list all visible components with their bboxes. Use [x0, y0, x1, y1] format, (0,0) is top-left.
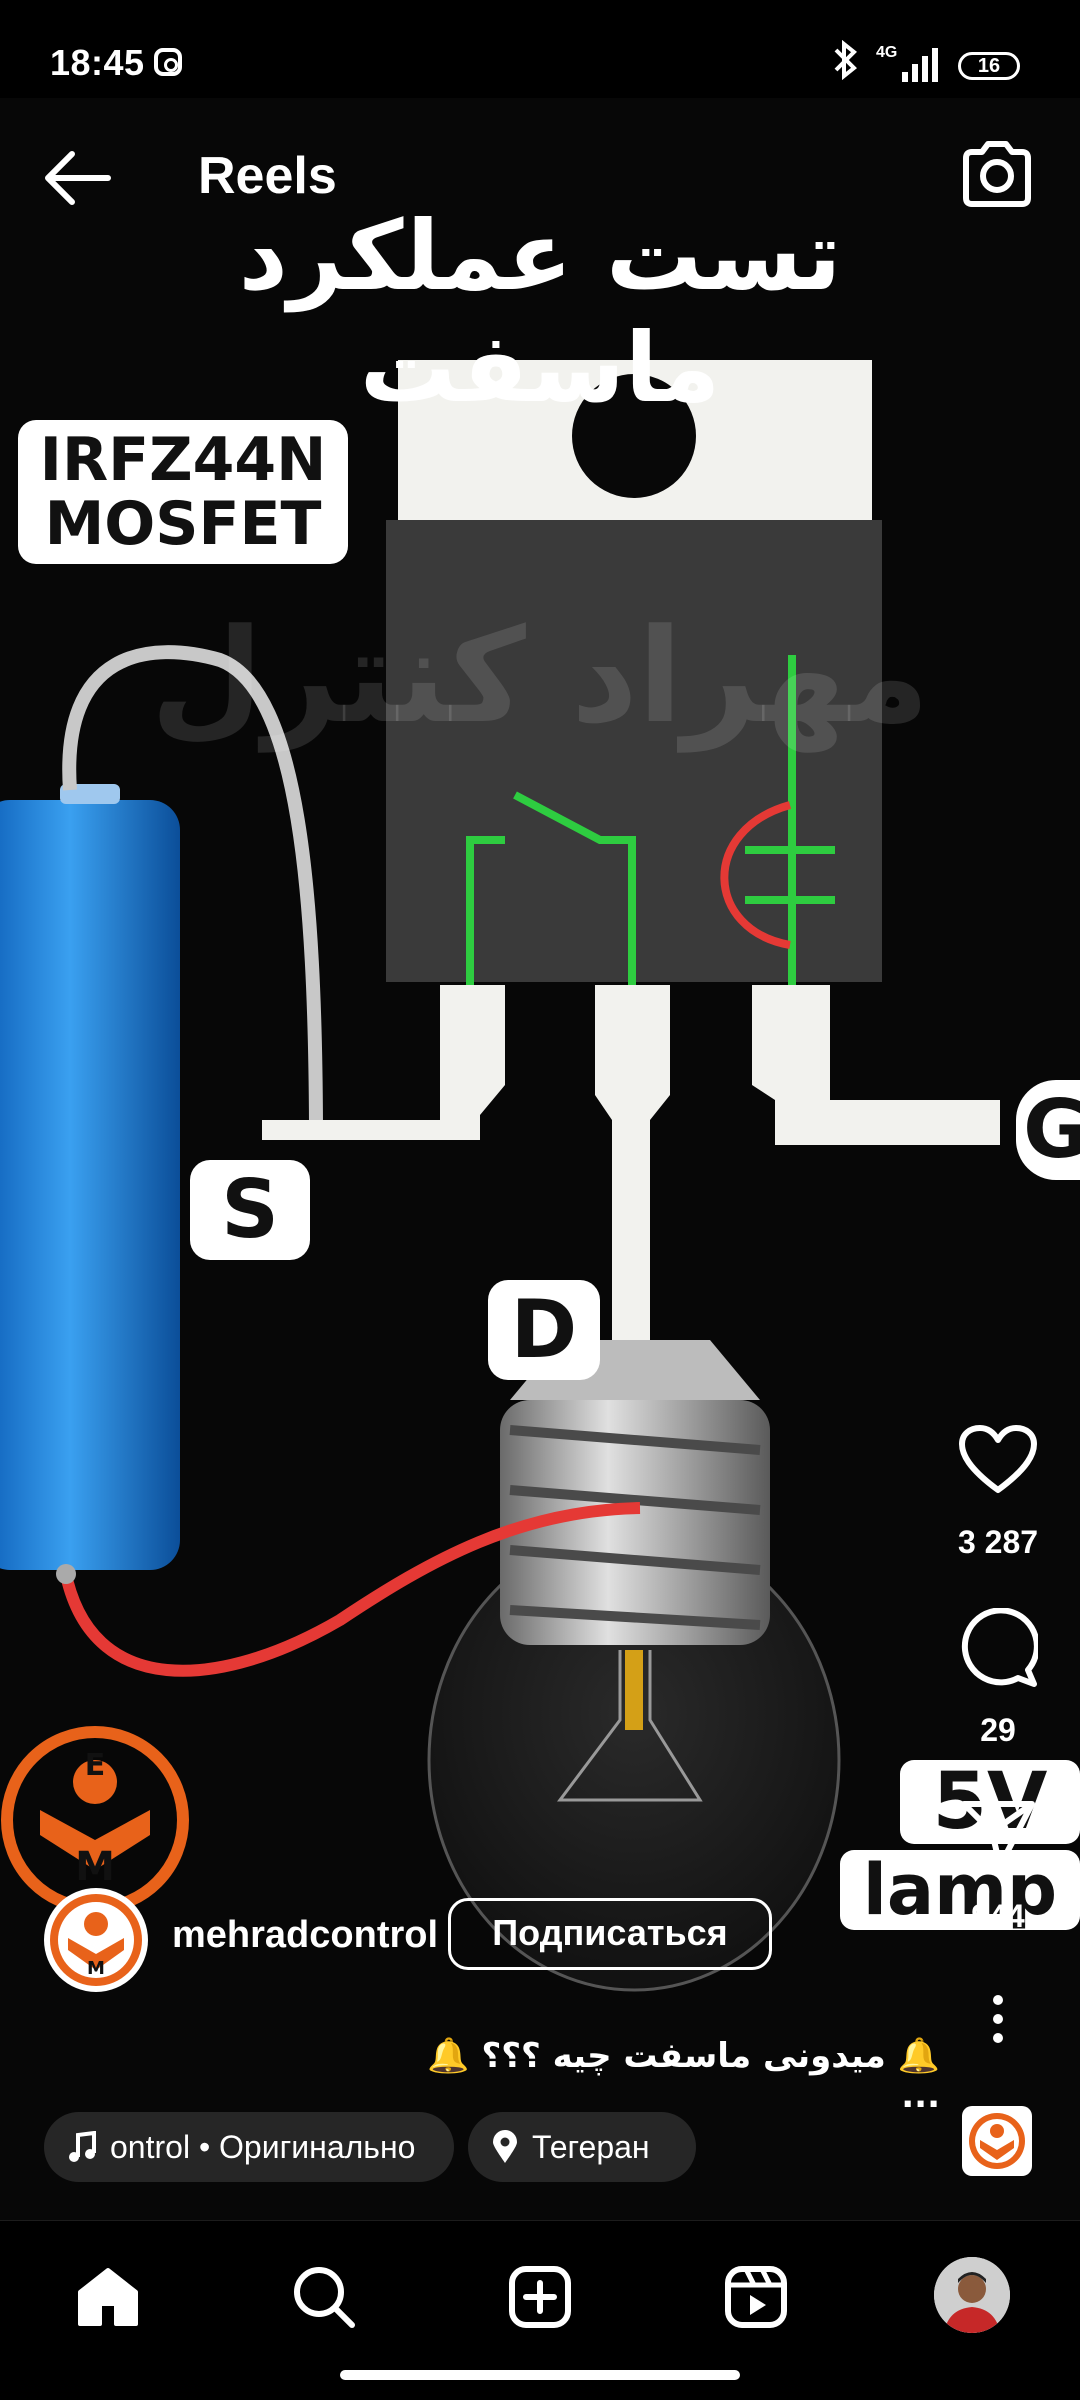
home-indicator	[340, 2370, 740, 2380]
share-count: 944	[971, 1898, 1025, 1934]
music-note-icon	[69, 2131, 96, 2162]
like-count: 3 287	[957, 1524, 1039, 1560]
component-model: IRFZ44N	[39, 425, 327, 495]
heart-icon	[959, 1425, 1037, 1493]
pin-label-gate: G	[1016, 1080, 1080, 1180]
lamp-text: lamp	[840, 1850, 1080, 1930]
battery-level: 16	[977, 55, 1001, 77]
svg-text:E: E	[85, 1748, 106, 1783]
video-frame[interactable]	[0, 300, 1080, 2000]
status-bar: 18:45 4G 16	[0, 0, 1080, 98]
nav-create[interactable]	[500, 2257, 580, 2337]
reels-icon	[725, 2266, 787, 2328]
camera-icon[interactable]	[960, 140, 1034, 208]
circuit-illustration	[0, 360, 1000, 1992]
back-arrow-icon[interactable]	[42, 150, 112, 206]
video-title-text: تست عملکرد ماسفت	[238, 200, 842, 424]
author-avatar[interactable]: M	[44, 1888, 148, 1992]
nav-reels[interactable]	[716, 2257, 796, 2337]
create-icon	[509, 2266, 571, 2328]
comment-icon	[961, 1608, 1038, 1687]
bluetooth-icon	[830, 39, 860, 89]
svg-text:M: M	[75, 1844, 115, 1890]
instagram-icon	[154, 48, 182, 76]
nav-search[interactable]	[284, 2257, 364, 2337]
share-icon	[961, 1801, 1035, 1869]
component-type: MOSFET	[44, 489, 322, 559]
pin-label-drain: D	[488, 1280, 600, 1380]
comment-button[interactable]	[950, 1600, 1046, 1696]
profile-avatar[interactable]	[934, 2257, 1010, 2333]
nav-home[interactable]	[68, 2257, 148, 2337]
audio-thumbnail[interactable]	[962, 2106, 1032, 2176]
status-time: 18:45	[50, 42, 145, 83]
share-button[interactable]	[950, 1786, 1046, 1882]
pin-label-source: S	[190, 1160, 310, 1260]
author-username[interactable]: mehradcontrol	[172, 1914, 439, 1956]
like-button[interactable]	[950, 1412, 1046, 1508]
component-label: IRFZ44N MOSFET	[18, 420, 348, 564]
comment-count: 29	[980, 1712, 1016, 1748]
page-title: Reels	[198, 147, 337, 205]
battery-body	[0, 800, 180, 1570]
location-label: Тегеран	[532, 2128, 650, 2165]
audio-chip[interactable]: ontrol • Оригинально	[44, 2112, 454, 2182]
more-options-icon[interactable]	[988, 1994, 1008, 2044]
video-watermark: مهراد کنترل	[150, 600, 930, 752]
battery-icon: 16	[958, 52, 1020, 80]
home-icon	[78, 2268, 138, 2326]
location-chip[interactable]: Тегеран	[468, 2112, 696, 2182]
search-icon	[294, 2267, 355, 2328]
signal-icon	[894, 42, 944, 82]
post-caption[interactable]: 🔔 میدونی ماسفت چیه ؟؟؟ 🔔 ...	[427, 2036, 940, 2116]
location-pin-icon	[493, 2130, 517, 2163]
audio-label: ontrol • Оригинально	[110, 2128, 416, 2165]
network-type: 4G	[876, 44, 898, 61]
follow-button[interactable]: Подписаться	[448, 1898, 772, 1970]
svg-text:M: M	[87, 1958, 105, 1979]
